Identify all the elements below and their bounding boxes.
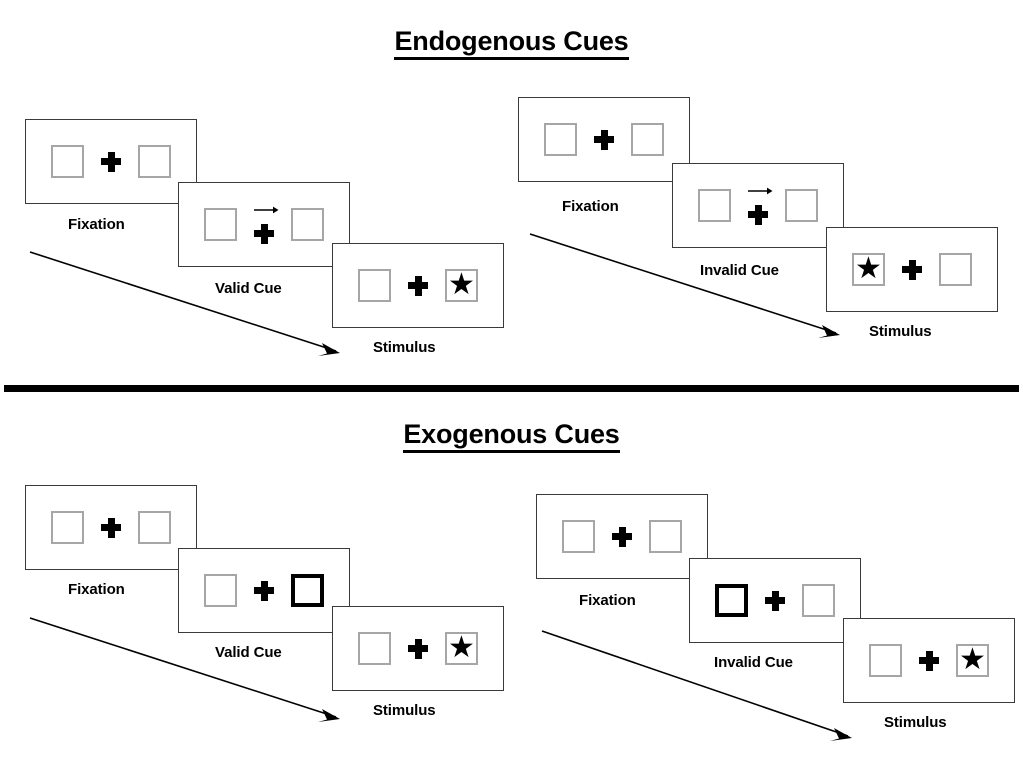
frame-content: ★ — [844, 619, 1014, 702]
trial-frame-endogenous-valid-fixation — [25, 119, 197, 204]
placeholder-box-left — [51, 145, 84, 178]
placeholder-box-left — [204, 574, 237, 607]
trial-frame-exogenous-valid-cue — [178, 548, 350, 633]
caption-exogenous-invalid-fixation: Fixation — [579, 592, 636, 609]
frame-content — [179, 549, 349, 632]
fixation-plus-icon — [764, 590, 786, 612]
frame-content — [690, 559, 860, 642]
frame-content — [179, 183, 349, 266]
trial-frame-exogenous-valid-stimulus: ★ — [332, 606, 504, 691]
section-title-endogenous-text: Endogenous Cues — [394, 26, 629, 60]
fixation-plus-icon — [407, 275, 429, 297]
trial-frame-exogenous-invalid-fixation — [536, 494, 708, 579]
caption-exogenous-valid-stimulus: Stimulus — [373, 702, 436, 719]
trial-frame-endogenous-valid-stimulus: ★ — [332, 243, 504, 328]
trial-frame-endogenous-invalid-cue — [672, 163, 844, 248]
caption-exogenous-valid-cue: Valid Cue — [215, 644, 282, 661]
fixation-plus-icon — [100, 151, 122, 173]
fixation-plus-icon — [593, 129, 615, 151]
section-title-endogenous: Endogenous Cues — [0, 26, 1023, 60]
fixation-plus-icon — [253, 580, 275, 602]
fixation-plus-icon — [407, 638, 429, 660]
trial-frame-exogenous-invalid-cue — [689, 558, 861, 643]
placeholder-box-right — [649, 520, 682, 553]
frame-content: ★ — [333, 607, 503, 690]
section-title-exogenous-text: Exogenous Cues — [403, 419, 620, 453]
placeholder-box-left — [698, 189, 731, 222]
placeholder-box-right-with-target: ★ — [956, 644, 989, 677]
fixation-plus-icon — [901, 259, 923, 281]
placeholder-box-left — [869, 644, 902, 677]
section-divider — [4, 385, 1019, 392]
placeholder-box-left-cued — [715, 584, 748, 617]
right-arrow-cue-icon — [254, 206, 279, 213]
trial-frame-endogenous-invalid-stimulus: ★ — [826, 227, 998, 312]
fixation-plus-icon — [611, 526, 633, 548]
placeholder-box-right — [939, 253, 972, 286]
central-cue-group — [253, 205, 279, 245]
fixation-plus-icon — [100, 517, 122, 539]
caption-endogenous-invalid-stimulus: Stimulus — [869, 323, 932, 340]
caption-endogenous-valid-fixation: Fixation — [68, 216, 125, 233]
star-target-icon: ★ — [448, 267, 475, 301]
caption-endogenous-invalid-cue: Invalid Cue — [700, 262, 779, 279]
placeholder-box-left — [544, 123, 577, 156]
caption-endogenous-invalid-fixation: Fixation — [562, 198, 619, 215]
placeholder-box-right — [785, 189, 818, 222]
frame-content — [26, 486, 196, 569]
placeholder-box-right — [802, 584, 835, 617]
central-cue-group — [747, 186, 773, 226]
star-target-icon: ★ — [448, 630, 475, 664]
trial-frame-exogenous-invalid-stimulus: ★ — [843, 618, 1015, 703]
caption-exogenous-valid-fixation: Fixation — [68, 581, 125, 598]
time-progression-arrow-exogenous-invalid — [541, 630, 852, 741]
frame-content — [537, 495, 707, 578]
placeholder-box-left — [562, 520, 595, 553]
caption-endogenous-valid-stimulus: Stimulus — [373, 339, 436, 356]
right-arrow-cue-icon — [748, 187, 773, 194]
star-target-icon: ★ — [855, 251, 882, 285]
section-title-exogenous: Exogenous Cues — [0, 419, 1023, 453]
placeholder-box-left — [358, 269, 391, 302]
placeholder-box-right-cued — [291, 574, 324, 607]
placeholder-box-right — [291, 208, 324, 241]
placeholder-box-right — [138, 511, 171, 544]
placeholder-box-left — [51, 511, 84, 544]
trial-frame-endogenous-invalid-fixation — [518, 97, 690, 182]
caption-exogenous-invalid-stimulus: Stimulus — [884, 714, 947, 731]
frame-content: ★ — [333, 244, 503, 327]
placeholder-box-left-with-target: ★ — [852, 253, 885, 286]
trial-frame-endogenous-valid-cue — [178, 182, 350, 267]
frame-content — [26, 120, 196, 203]
star-target-icon: ★ — [959, 642, 986, 676]
fixation-plus-icon — [747, 204, 769, 226]
frame-content: ★ — [827, 228, 997, 311]
placeholder-box-right-with-target: ★ — [445, 269, 478, 302]
caption-exogenous-invalid-cue: Invalid Cue — [714, 654, 793, 671]
fixation-plus-icon — [918, 650, 940, 672]
placeholder-box-left — [204, 208, 237, 241]
trial-frame-exogenous-valid-fixation — [25, 485, 197, 570]
frame-content — [519, 98, 689, 181]
frame-content — [673, 164, 843, 247]
placeholder-box-right-with-target: ★ — [445, 632, 478, 665]
placeholder-box-left — [358, 632, 391, 665]
placeholder-box-right — [138, 145, 171, 178]
placeholder-box-right — [631, 123, 664, 156]
caption-endogenous-valid-cue: Valid Cue — [215, 280, 282, 297]
fixation-plus-icon — [253, 223, 275, 245]
